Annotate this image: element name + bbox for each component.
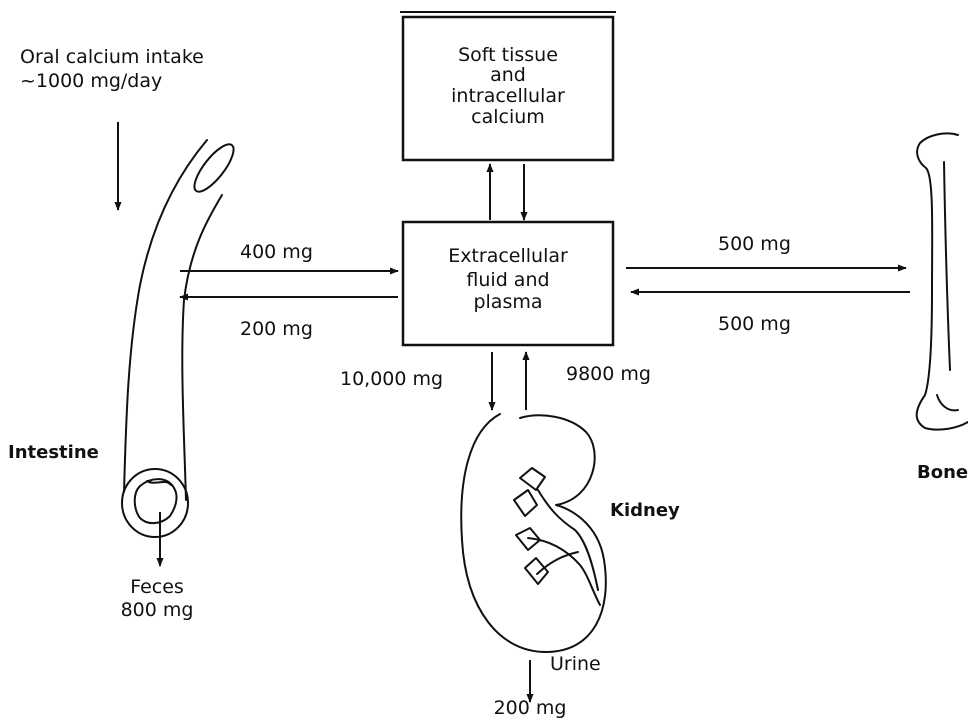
kidney-filtered-value: 10,000 mg — [340, 368, 443, 390]
oral-intake-label: Oral calcium intake — [20, 46, 204, 68]
feces-amount: 800 mg — [121, 599, 194, 621]
urine-amount: 200 mg — [494, 697, 567, 719]
bone-resorption-value: 500 mg — [718, 313, 791, 335]
feces-label: Feces — [130, 576, 184, 598]
bone-deposition-value: 500 mg — [718, 233, 791, 255]
intestine-absorption-value: 400 mg — [240, 241, 313, 263]
oral-intake-amount: ~1000 mg/day — [20, 70, 162, 92]
bone-illustration — [917, 133, 968, 429]
kidney-reabsorbed-value: 9800 mg — [566, 363, 651, 385]
ecf-label-line3: plasma — [473, 291, 542, 313]
soft-tissue-label-line3: intracellular — [451, 85, 565, 107]
soft-tissue-label-line1: Soft tissue — [458, 44, 558, 66]
soft-tissue-label-line4: calcium — [471, 106, 545, 128]
soft-tissue-label-line2: and — [490, 64, 526, 86]
kidney-label: Kidney — [610, 500, 680, 521]
ecf-label-line2: fluid and — [466, 269, 549, 291]
ecf-label-line1: Extracellular — [448, 245, 568, 267]
kidney-illustration — [461, 414, 606, 652]
urine-label: Urine — [550, 653, 601, 675]
intestine-secretion-value: 200 mg — [240, 318, 313, 340]
intestine-illustration — [122, 139, 240, 537]
intestine-label: Intestine — [8, 442, 99, 463]
bone-label: Bone — [917, 462, 968, 483]
